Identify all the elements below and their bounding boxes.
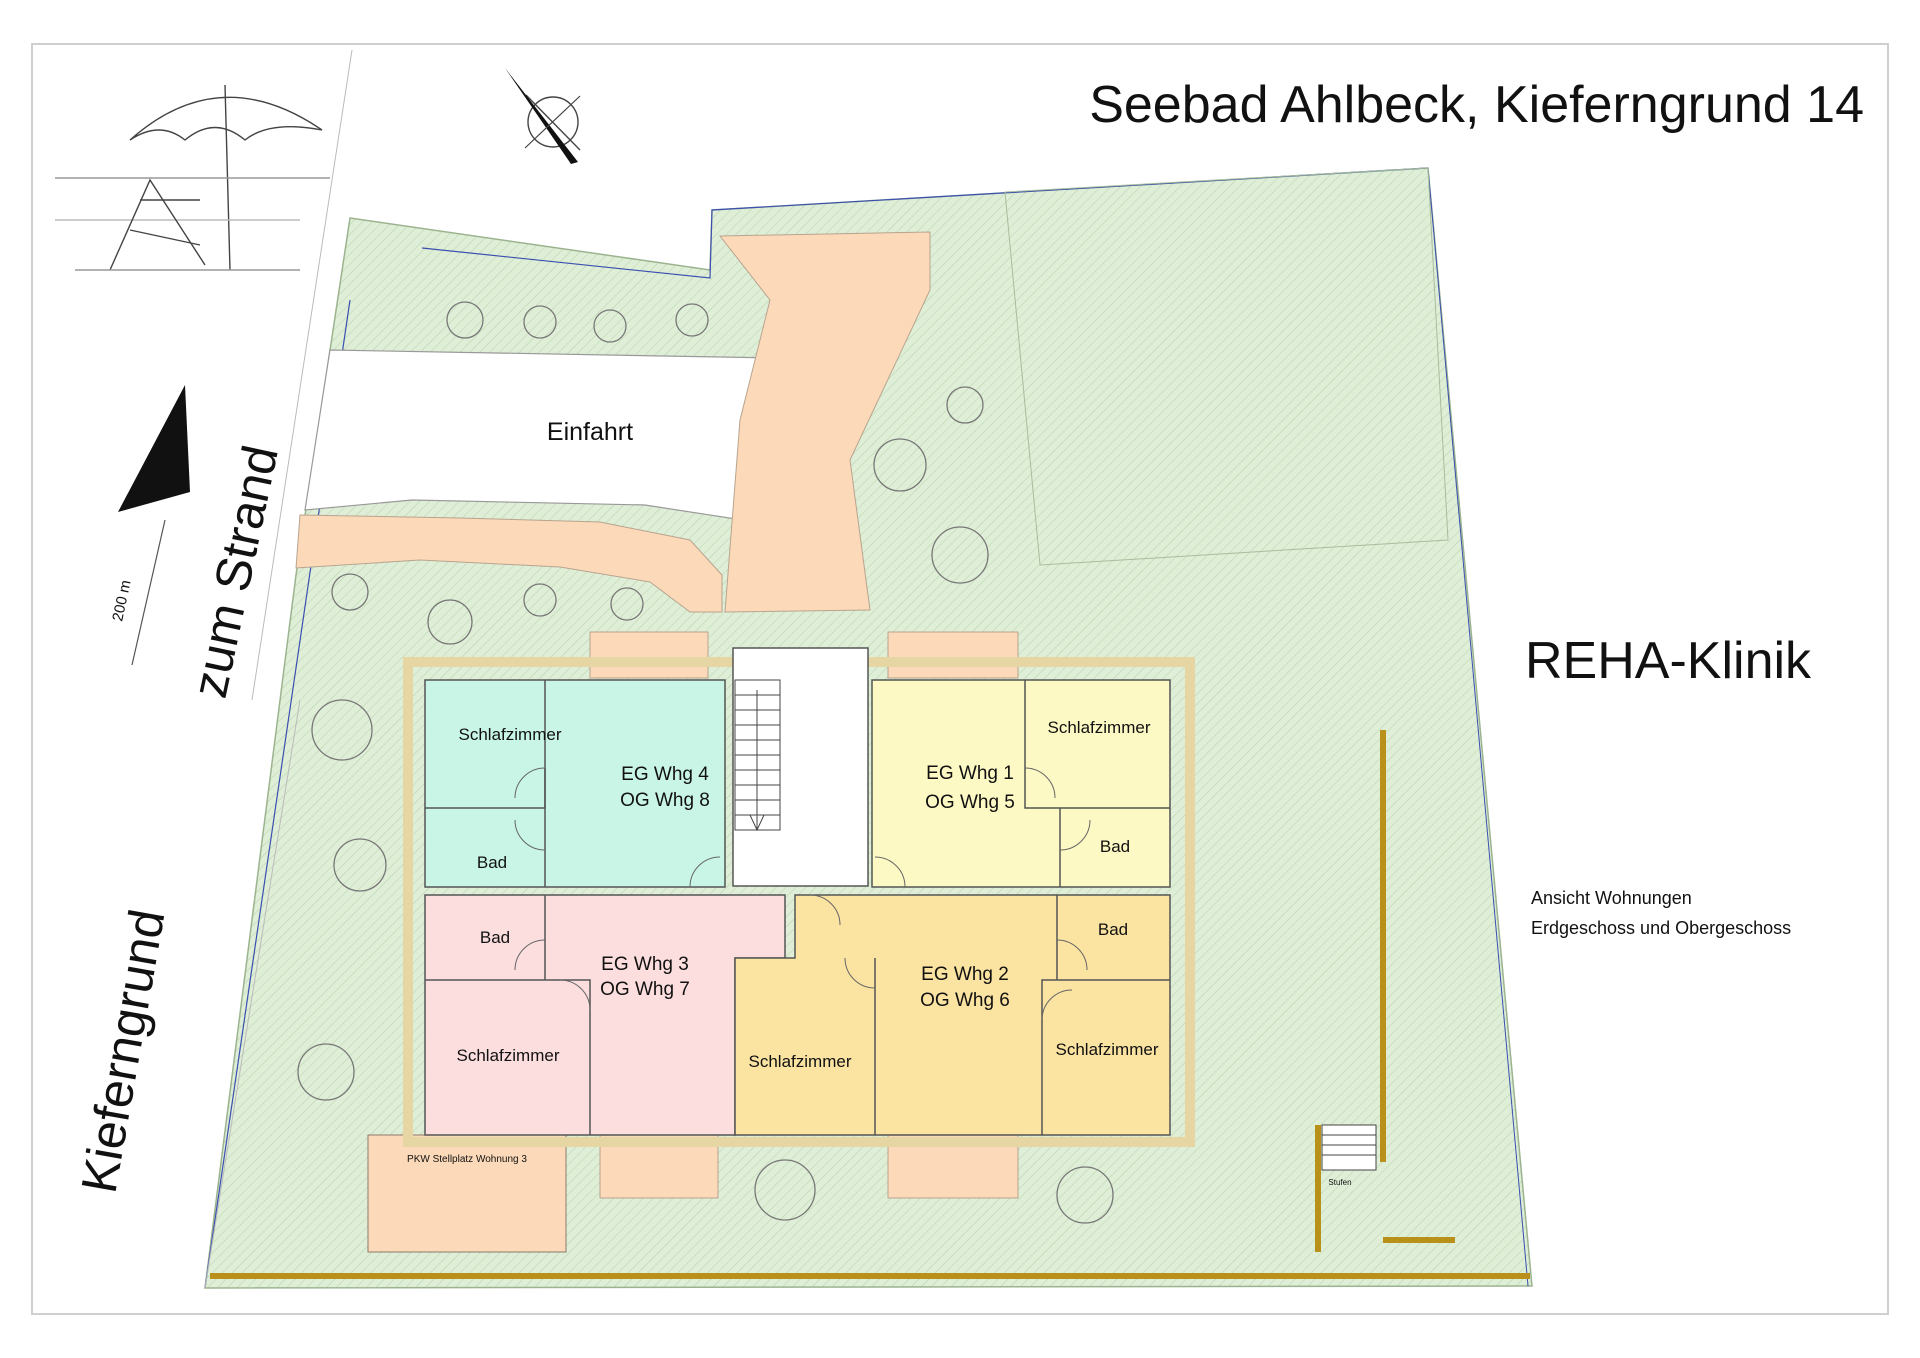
- parking-label: PKW Stellplatz Wohnung 3: [407, 1154, 527, 1165]
- apartment-3-label-2: OG Whg 7: [600, 979, 690, 1000]
- parking-space: [367, 1134, 567, 1253]
- apartment-2: [734, 894, 1171, 1136]
- road-edge: [204, 699, 301, 1289]
- room-bath: Bad: [1098, 920, 1128, 939]
- room-bath: Bad: [1100, 837, 1130, 856]
- apartment-4-label-2: OG Whg 8: [620, 790, 710, 811]
- beach-umbrella-icon: [55, 84, 330, 271]
- paved-path: [295, 514, 723, 613]
- distance-label: 200 m: [109, 579, 134, 623]
- steps-label: Stufen: [1328, 1178, 1351, 1187]
- terrace: [589, 631, 709, 679]
- staircase: [734, 679, 781, 832]
- sheet-frame: [31, 43, 1889, 1315]
- room-bedroom: Schlafzimmer: [1056, 1040, 1159, 1059]
- page-title: Seebad Ahlbeck, Kieferngrund 14: [1089, 76, 1864, 134]
- apartment-2-label-2: OG Whg 6: [920, 990, 1010, 1011]
- apartment-1-label-1: EG Whg 1: [926, 763, 1014, 784]
- room-bedroom: Schlafzimmer: [749, 1052, 852, 1071]
- to-beach-label: zum Strand: [181, 441, 289, 703]
- property-line: [421, 167, 1429, 279]
- tree-symbols: [297, 301, 1114, 1224]
- driveway: [304, 349, 776, 521]
- apartment-4: [424, 679, 726, 888]
- compass-icon: [505, 68, 581, 164]
- apartment-1: [871, 679, 1171, 888]
- road-edge: [251, 49, 353, 701]
- legend-line-1: Ansicht Wohnungen: [1531, 888, 1692, 908]
- paved-path: [718, 231, 931, 613]
- room-bedroom: Schlafzimmer: [457, 1046, 560, 1065]
- garden-steps: [1321, 1124, 1377, 1171]
- stairwell: [732, 647, 869, 887]
- room-bedroom: Schlafzimmer: [1048, 718, 1151, 737]
- room-bath: Bad: [477, 853, 507, 872]
- garden-lawn-area: [1004, 167, 1449, 566]
- distance-marker: [131, 519, 166, 666]
- beach-direction-arrow-icon: [118, 385, 190, 512]
- door-swings: [514, 767, 1091, 1021]
- property-line-east: [1427, 167, 1529, 1287]
- terrace: [887, 631, 1019, 679]
- street-label: Kieferngrund: [71, 905, 176, 1197]
- apartment-2-label-1: EG Whg 2: [921, 964, 1009, 985]
- driveway-label: Einfahrt: [547, 418, 633, 446]
- room-bedroom: Schlafzimmer: [459, 725, 562, 744]
- neighbor-label: REHA-Klinik: [1525, 632, 1812, 690]
- apartment-1-label-2: OG Whg 5: [925, 792, 1015, 813]
- legend-line-2: Erdgeschoss und Obergeschoss: [1531, 918, 1791, 938]
- apartment-3-label-1: EG Whg 3: [601, 954, 689, 975]
- room-bath: Bad: [480, 928, 510, 947]
- apartment-4-label-1: EG Whg 4: [621, 764, 709, 785]
